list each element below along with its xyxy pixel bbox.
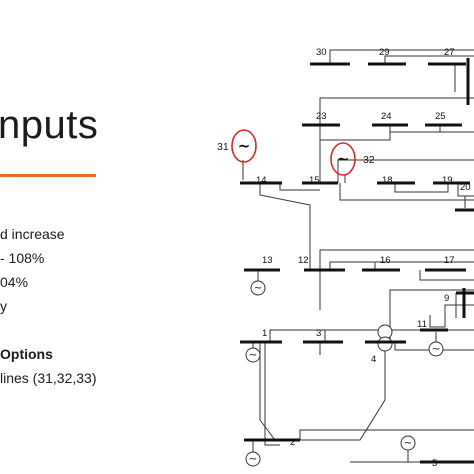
bus-label-4: 4 — [371, 354, 376, 365]
bus-label-1: 1 — [262, 328, 267, 339]
new-generator-31: ~ 31 — [217, 129, 257, 163]
generator-bus-5: ~ — [400, 435, 416, 451]
generator-bus-11: ~ — [428, 341, 444, 357]
bullet-line-2: - 108% — [0, 250, 45, 266]
bus-label-30: 30 — [316, 47, 327, 58]
bus-label-13: 13 — [262, 255, 273, 266]
bus-label-19: 19 — [442, 175, 453, 186]
bus-label-3: 3 — [316, 328, 321, 339]
highlight-ring-31 — [231, 129, 257, 163]
svg-text:~: ~ — [404, 438, 412, 449]
bus-label-14: 14 — [256, 175, 267, 186]
bullet-line-lines: lines (31,32,33) — [0, 370, 97, 386]
generator-bus-1: ~ — [245, 347, 261, 363]
bus-label-27: 27 — [444, 47, 455, 58]
bullet-line-1: d increase — [0, 226, 65, 242]
new-generator-32: ~ 32 — [330, 142, 375, 176]
slide-title: nputs — [0, 103, 99, 147]
highlight-ring-32 — [330, 142, 356, 176]
bus-label-17: 17 — [444, 255, 455, 266]
bus-label-20: 20 — [460, 182, 471, 193]
gen-label-32: 32 — [363, 154, 375, 166]
bus-label-12: 12 — [298, 255, 309, 266]
svg-text:~: ~ — [249, 350, 257, 361]
bus-label-9: 9 — [444, 293, 449, 304]
generator-bus-13: ~ — [250, 280, 266, 296]
bus-label-25: 25 — [435, 111, 446, 122]
bus-label-18: 18 — [382, 175, 393, 186]
svg-text:~: ~ — [432, 344, 440, 355]
bus-label-24: 24 — [381, 111, 392, 122]
bullet-line-3: 04% — [0, 274, 29, 290]
bus-label-11: 11 — [417, 319, 427, 330]
bullet-line-4: y — [0, 298, 7, 314]
bus-label-16: 16 — [380, 255, 391, 266]
bus-labels: 30 29 27 23 24 25 14 15 18 19 20 13 12 1… — [256, 47, 471, 469]
generator-bus-2: ~ — [245, 451, 261, 467]
diagram-wires — [242, 49, 474, 463]
svg-text:~: ~ — [249, 454, 257, 465]
diagram-buses — [240, 58, 474, 464]
bus-label-23: 23 — [316, 111, 327, 122]
title-underline — [0, 174, 96, 177]
bus-label-15: 15 — [309, 175, 320, 186]
bus-label-5: 5 — [432, 458, 437, 469]
bus-label-2: 2 — [290, 437, 295, 448]
gen-label-31: 31 — [217, 141, 229, 153]
svg-text:~: ~ — [238, 137, 251, 155]
svg-text:~: ~ — [337, 150, 350, 168]
svg-text:~: ~ — [254, 283, 262, 294]
bus-label-29: 29 — [379, 47, 390, 58]
bullet-line-options: Options — [0, 346, 53, 362]
